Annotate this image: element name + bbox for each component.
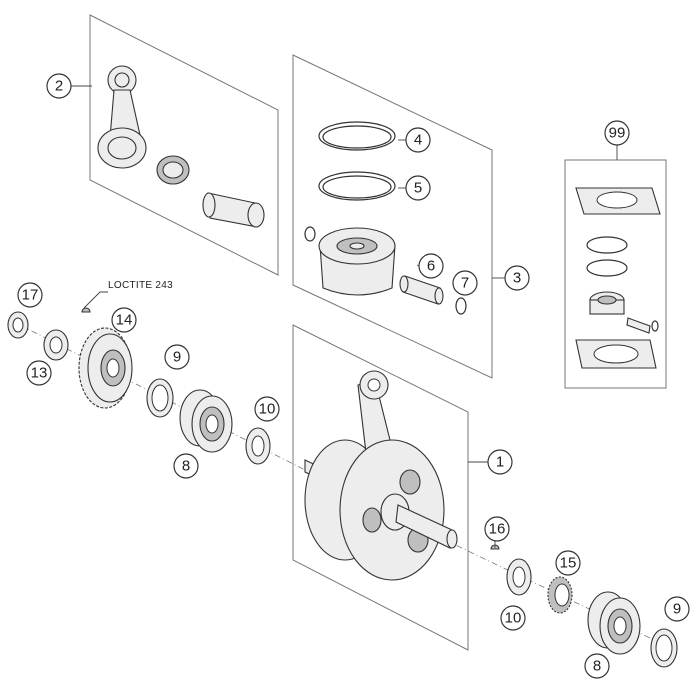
piston-pin: [399, 275, 444, 305]
mini-piston: [589, 291, 625, 315]
callout-10-right: 10: [500, 605, 526, 631]
gasket-kit-panel: [564, 159, 667, 389]
svg-text:17: 17: [22, 287, 39, 304]
needle-bearing: [156, 155, 190, 185]
base-gasket: [575, 339, 657, 369]
callout-3: 3: [504, 265, 530, 291]
gasket-kit: [575, 187, 661, 369]
callout-13: 13: [26, 360, 52, 386]
callout-7: 7: [452, 270, 478, 296]
svg-text:5: 5: [414, 180, 422, 197]
callout-1: 1: [487, 449, 513, 475]
svg-text:9: 9: [173, 349, 181, 366]
callout-6: 6: [418, 253, 444, 279]
crank-right-parts: [490, 544, 678, 668]
shim-9-left: [146, 378, 174, 418]
svg-text:2: 2: [55, 78, 63, 95]
gear-14: [78, 327, 133, 409]
piston-panel: [292, 54, 493, 379]
spacer-13: [43, 329, 69, 361]
callout-16: 16: [484, 516, 510, 542]
piston-clip-left: [304, 226, 316, 242]
svg-text:8: 8: [593, 658, 601, 675]
svg-text:7: 7: [461, 275, 469, 292]
svg-text:8: 8: [182, 458, 190, 475]
piston-ring-second: [318, 171, 396, 201]
piston: [318, 227, 396, 296]
callout-9-right: 9: [664, 596, 690, 622]
conrod-kit: [97, 65, 265, 228]
callout-17: 17: [17, 282, 43, 308]
svg-text:14: 14: [116, 312, 133, 329]
bearing-8-left: [179, 389, 233, 453]
svg-text:9: 9: [673, 601, 681, 618]
svg-text:15: 15: [560, 555, 577, 572]
callout-9-left: 9: [164, 344, 190, 370]
crankshaft-assembly: [304, 370, 458, 581]
seal-17: [7, 311, 29, 339]
connecting-rod: [97, 65, 147, 169]
shim-9-right: [650, 628, 678, 668]
bearing-8-right: [587, 591, 641, 655]
crank-pin: [202, 192, 265, 228]
callout-14: 14: [111, 307, 137, 333]
woodruff-key: [81, 307, 91, 313]
svg-text:10: 10: [505, 610, 522, 627]
svg-text:1: 1: [496, 454, 504, 471]
piston-kit: [304, 121, 467, 315]
callout-8-left: 8: [173, 453, 199, 479]
leader-lines: [71, 85, 618, 548]
head-gasket: [575, 187, 661, 215]
callout-4: 4: [405, 127, 431, 153]
svg-text:6: 6: [427, 258, 435, 275]
callout-5: 5: [405, 175, 431, 201]
washer-10-right: [506, 558, 532, 596]
crank-left-parts: [7, 307, 271, 465]
callout-10-left: 10: [254, 396, 280, 422]
callout-15: 15: [555, 550, 581, 576]
svg-text:3: 3: [513, 270, 521, 287]
svg-text:99: 99: [609, 125, 626, 142]
washer-10-left: [245, 427, 271, 465]
callout-8-right: 8: [584, 653, 610, 679]
loctite-note: LOCTITE 243: [108, 280, 173, 291]
callout-99: 99: [604, 120, 630, 146]
piston-clip-right: [455, 297, 467, 315]
svg-text:16: 16: [489, 521, 506, 538]
bearing-15: [547, 576, 573, 614]
piston-ring-top: [318, 121, 396, 151]
svg-text:10: 10: [259, 401, 276, 418]
svg-text:4: 4: [414, 132, 422, 149]
callout-2: 2: [46, 73, 72, 99]
svg-text:13: 13: [31, 365, 48, 382]
